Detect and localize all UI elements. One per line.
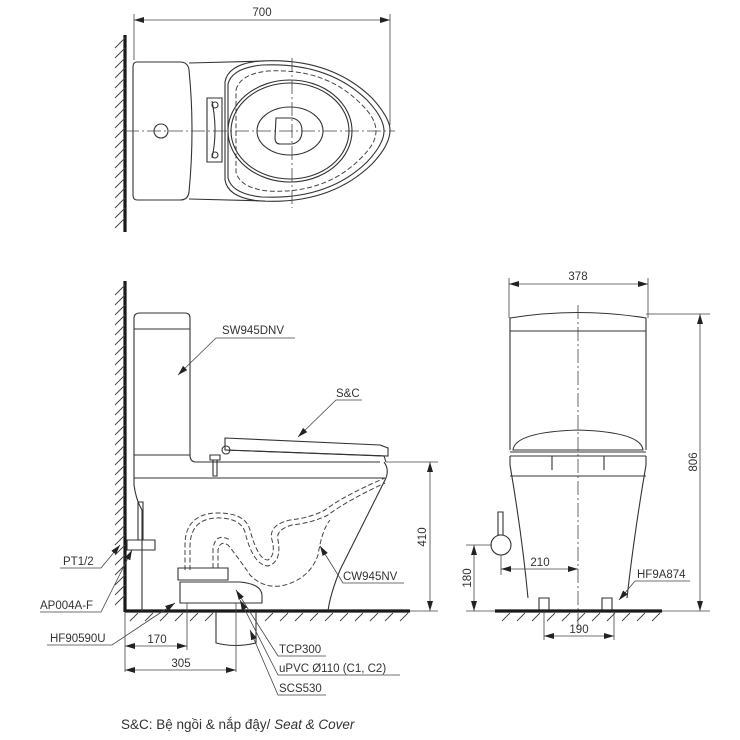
seat-cover-side [224,437,389,457]
label-seal: SCS530 [279,683,322,695]
caption-prefix: S&C: Bệ ngồi & nắp đậy/ [121,717,275,732]
tank-outline [132,61,193,201]
side-view: 410 170 305 SW945DNV S&C CW945NV PT1/2 A… [40,281,438,696]
dim-total-height: 806 [688,452,700,471]
dim-inlet-offset: 170 [147,634,166,646]
front-view: 378 806 180 [462,271,710,640]
label-bowl: CW945NV [343,571,398,583]
label-floor-bolt: HF90590U [50,633,106,645]
label-bolt-cap: HF9A874 [637,569,686,581]
flange [179,581,263,604]
dim-seat-height: 410 [417,527,429,546]
dim-width: 378 [568,271,587,283]
caption-english: Seat & Cover [274,717,355,732]
top-view: 700 [114,7,395,232]
label-tank: SW945DNV [222,325,284,337]
wall-hatch [114,37,126,229]
front-bowl-left [509,456,529,599]
dim-length: 700 [252,7,271,19]
label-flange: TCP300 [279,644,321,656]
dim-bolt-spacing: 190 [569,624,588,636]
dim-inlet-offset-front: 210 [530,557,549,569]
label-angle-valve: AP004A-F [40,600,93,612]
bowl-front [327,461,388,612]
caption: S&C: Bệ ngồi & nắp đậy/ Seat & Cover [121,717,354,732]
front-tank-lid [509,311,647,332]
side-tank [133,312,191,456]
label-seat-cover: S&C [336,388,360,400]
label-water-inlet: PT1/2 [63,556,94,568]
inlet-valve-front [490,534,512,556]
label-drain-pipe: uPVC Ø110 (C1, C2) [279,663,386,675]
drain-opening [274,117,303,145]
dim-rough-in: 305 [171,658,190,670]
seat-outline [224,60,391,202]
dim-inlet-height: 180 [462,568,474,587]
